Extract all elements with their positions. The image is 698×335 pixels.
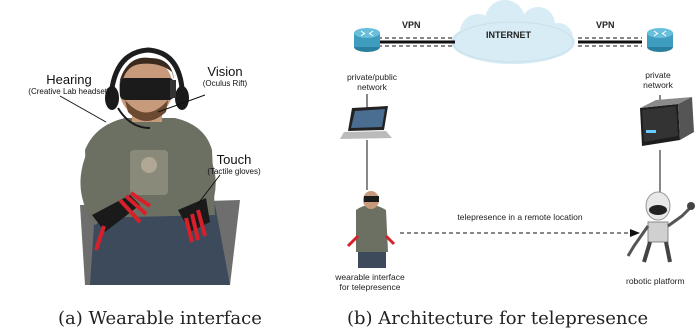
vision-label: Vision (Oculus Rift) bbox=[195, 64, 255, 88]
robotic-platform-label: robotic platform bbox=[626, 276, 685, 286]
private-network-label: private network bbox=[618, 70, 698, 90]
panel-b: VPN VPN INTERNET private/public network … bbox=[300, 0, 698, 335]
wearable-line1: wearable interface bbox=[335, 272, 405, 282]
vpn-left-label: VPN bbox=[402, 20, 421, 30]
robot-icon bbox=[626, 191, 695, 263]
vision-sub: (Oculus Rift) bbox=[202, 79, 248, 88]
laptop-icon bbox=[340, 106, 392, 139]
wearable-interface-figure bbox=[59, 47, 240, 285]
caption-b: (b) Architecture for telepresence bbox=[347, 308, 649, 329]
private-public-line2: network bbox=[357, 82, 387, 92]
server-icon bbox=[640, 97, 694, 146]
private-line2: network bbox=[643, 80, 673, 90]
architecture-diagram bbox=[340, 0, 695, 268]
vpn-right-label: VPN bbox=[596, 20, 615, 30]
hearing-label: Hearing (Creative Lab headset) bbox=[28, 72, 110, 96]
vision-title: Vision bbox=[207, 64, 243, 79]
router-icon bbox=[647, 28, 673, 52]
hearing-sub: (Creative Lab headset) bbox=[28, 87, 110, 96]
private-public-network-label: private/public network bbox=[332, 72, 412, 92]
wearable-interface-label: wearable interface for telepresence bbox=[320, 272, 420, 292]
wearable-line2: for telepresence bbox=[339, 282, 401, 292]
touch-sub: (Tactile gloves) bbox=[207, 167, 261, 176]
private-line1: private bbox=[645, 70, 671, 80]
touch-title: Touch bbox=[216, 152, 252, 167]
touch-label: Touch (Tactile gloves) bbox=[199, 152, 269, 176]
panel-a: Hearing (Creative Lab headset) Vision (O… bbox=[0, 0, 300, 335]
caption-a: (a) Wearable interface bbox=[58, 308, 262, 329]
internet-cloud-icon bbox=[451, 0, 575, 64]
hearing-title: Hearing bbox=[46, 72, 92, 87]
router-icon bbox=[354, 28, 380, 52]
internet-label: INTERNET bbox=[486, 30, 531, 40]
wearable-user-icon bbox=[346, 191, 396, 268]
private-public-line1: private/public bbox=[346, 72, 398, 82]
telepresence-label: telepresence in a remote location bbox=[457, 212, 583, 222]
